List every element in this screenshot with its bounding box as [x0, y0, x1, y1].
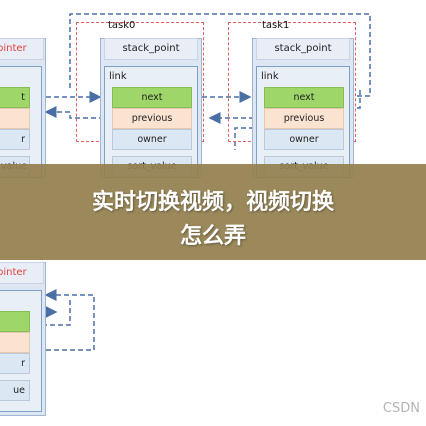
csdn-watermark: CSDN — [382, 401, 420, 416]
task0-prev-to-left-arrow — [44, 106, 112, 119]
left-bottom-next-field — [0, 311, 30, 332]
task1-previous-field: previous — [264, 108, 344, 129]
task0-title: task0 — [108, 20, 136, 31]
left-bottom-header: pinter — [0, 262, 44, 284]
left-top-previous-field — [0, 108, 30, 129]
task1-title: task1 — [262, 20, 290, 31]
left-bottom-previous-field — [0, 332, 30, 353]
task0-link-label: link — [109, 71, 127, 82]
left-bottom-title: pinter — [0, 267, 27, 278]
task0-next-field: next — [112, 87, 192, 108]
banner-title-line1: 实时切换视频，视频切换 — [91, 190, 334, 215]
left-top-owner-field: r — [0, 129, 30, 150]
title-banner — [0, 164, 426, 260]
left-top-next-field: t — [0, 87, 30, 108]
banner-title-line2: 怎么弄 — [179, 224, 246, 249]
task1-owner-field: owner — [264, 129, 344, 150]
top-loop-arrow — [69, 13, 371, 97]
task0-previous-field: previous — [112, 108, 192, 129]
left-top-title: pinter — [0, 43, 27, 54]
task0-stack-point: stack_point — [104, 38, 198, 60]
left-bottom-sort-field: ue — [0, 380, 30, 401]
left-bottom-loop-arrow — [44, 289, 95, 351]
task1-stack-point: stack_point — [256, 38, 350, 60]
left-bottom-owner-field: r — [0, 353, 30, 374]
left-top-header: pinter — [0, 38, 44, 60]
task0-owner-field: owner — [112, 129, 192, 150]
task1-link-label: link — [261, 71, 279, 82]
task1-next-field: next — [264, 87, 344, 108]
left-bottom-inner-arrow — [46, 300, 71, 326]
